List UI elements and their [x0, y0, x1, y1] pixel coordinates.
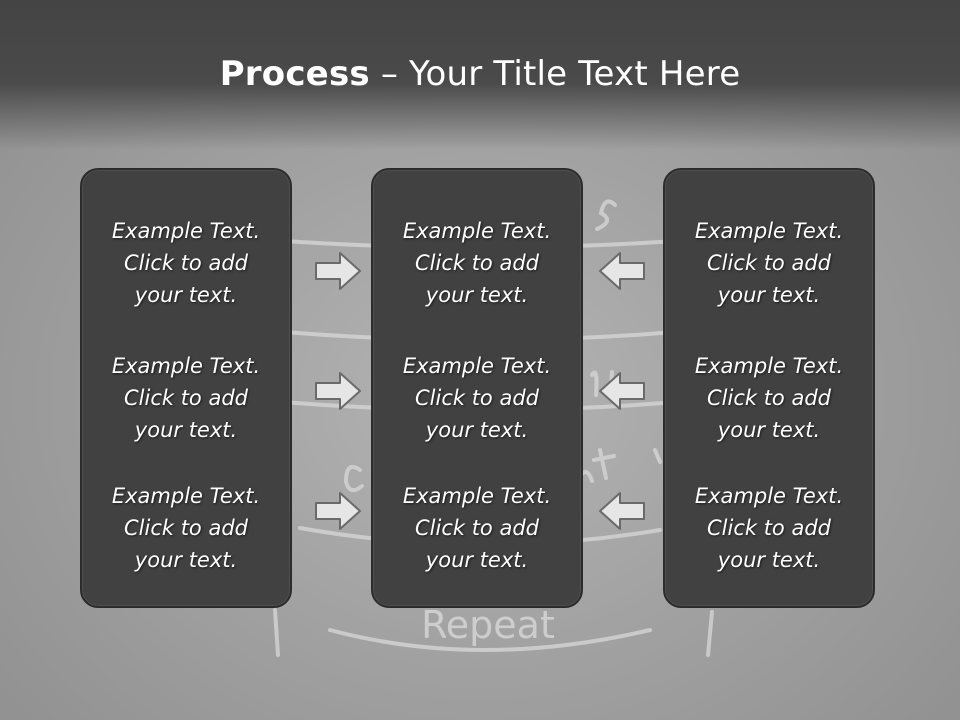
text-placeholder[interactable]: Example Text. Click to add your text.: [665, 350, 873, 446]
text-line: Example Text.: [694, 354, 844, 378]
text-line: Click to add: [706, 516, 831, 540]
text-placeholder[interactable]: Example Text. Click to add your text.: [82, 215, 290, 311]
text-line: Example Text.: [694, 219, 844, 243]
text-placeholder[interactable]: Example Text. Click to add your text.: [82, 480, 290, 576]
text-placeholder[interactable]: Example Text. Click to add your text.: [373, 480, 581, 576]
text-line: your text.: [425, 283, 529, 307]
text-line: Example Text.: [402, 354, 552, 378]
text-line: your text.: [134, 548, 238, 572]
text-line: your text.: [134, 418, 238, 442]
text-line: your text.: [425, 548, 529, 572]
text-placeholder[interactable]: Example Text. Click to add your text.: [665, 215, 873, 311]
text-line: your text.: [134, 283, 238, 307]
text-line: Click to add: [123, 516, 248, 540]
text-line: Example Text.: [694, 484, 844, 508]
text-line: Example Text.: [111, 219, 261, 243]
text-line: your text.: [717, 548, 821, 572]
panel-left: Example Text. Click to add your text. Ex…: [80, 168, 292, 608]
arrow-right-icon[interactable]: [314, 250, 362, 292]
arrow-right-icon[interactable]: [314, 490, 362, 532]
text-placeholder[interactable]: Example Text. Click to add your text.: [373, 215, 581, 311]
arrow-right-icon[interactable]: [314, 370, 362, 412]
text-line: Click to add: [706, 251, 831, 275]
arrow-left-icon[interactable]: [598, 490, 646, 532]
arrow-left-icon[interactable]: [598, 250, 646, 292]
text-line: Example Text.: [111, 484, 261, 508]
text-line: Click to add: [706, 386, 831, 410]
text-line: your text.: [717, 283, 821, 307]
text-placeholder[interactable]: Example Text. Click to add your text.: [82, 350, 290, 446]
title-bar: [0, 0, 960, 150]
text-line: Click to add: [414, 516, 539, 540]
arrow-left-icon[interactable]: [598, 370, 646, 412]
text-line: Example Text.: [111, 354, 261, 378]
text-line: Click to add: [414, 386, 539, 410]
text-line: Click to add: [414, 251, 539, 275]
chalk-word-repeat: Repeat: [421, 603, 555, 647]
slide-title[interactable]: Process – Your Title Text Here: [0, 54, 960, 94]
text-line: Click to add: [123, 386, 248, 410]
text-placeholder[interactable]: Example Text. Click to add your text.: [373, 350, 581, 446]
panel-middle: Example Text. Click to add your text. Ex…: [371, 168, 583, 608]
title-bold: Process: [219, 54, 370, 94]
text-line: Click to add: [123, 251, 248, 275]
text-line: your text.: [717, 418, 821, 442]
text-placeholder[interactable]: Example Text. Click to add your text.: [665, 480, 873, 576]
text-line: Example Text.: [402, 484, 552, 508]
title-rest: – Your Title Text Here: [369, 54, 741, 94]
panel-right: Example Text. Click to add your text. Ex…: [663, 168, 875, 608]
text-line: your text.: [425, 418, 529, 442]
text-line: Example Text.: [402, 219, 552, 243]
